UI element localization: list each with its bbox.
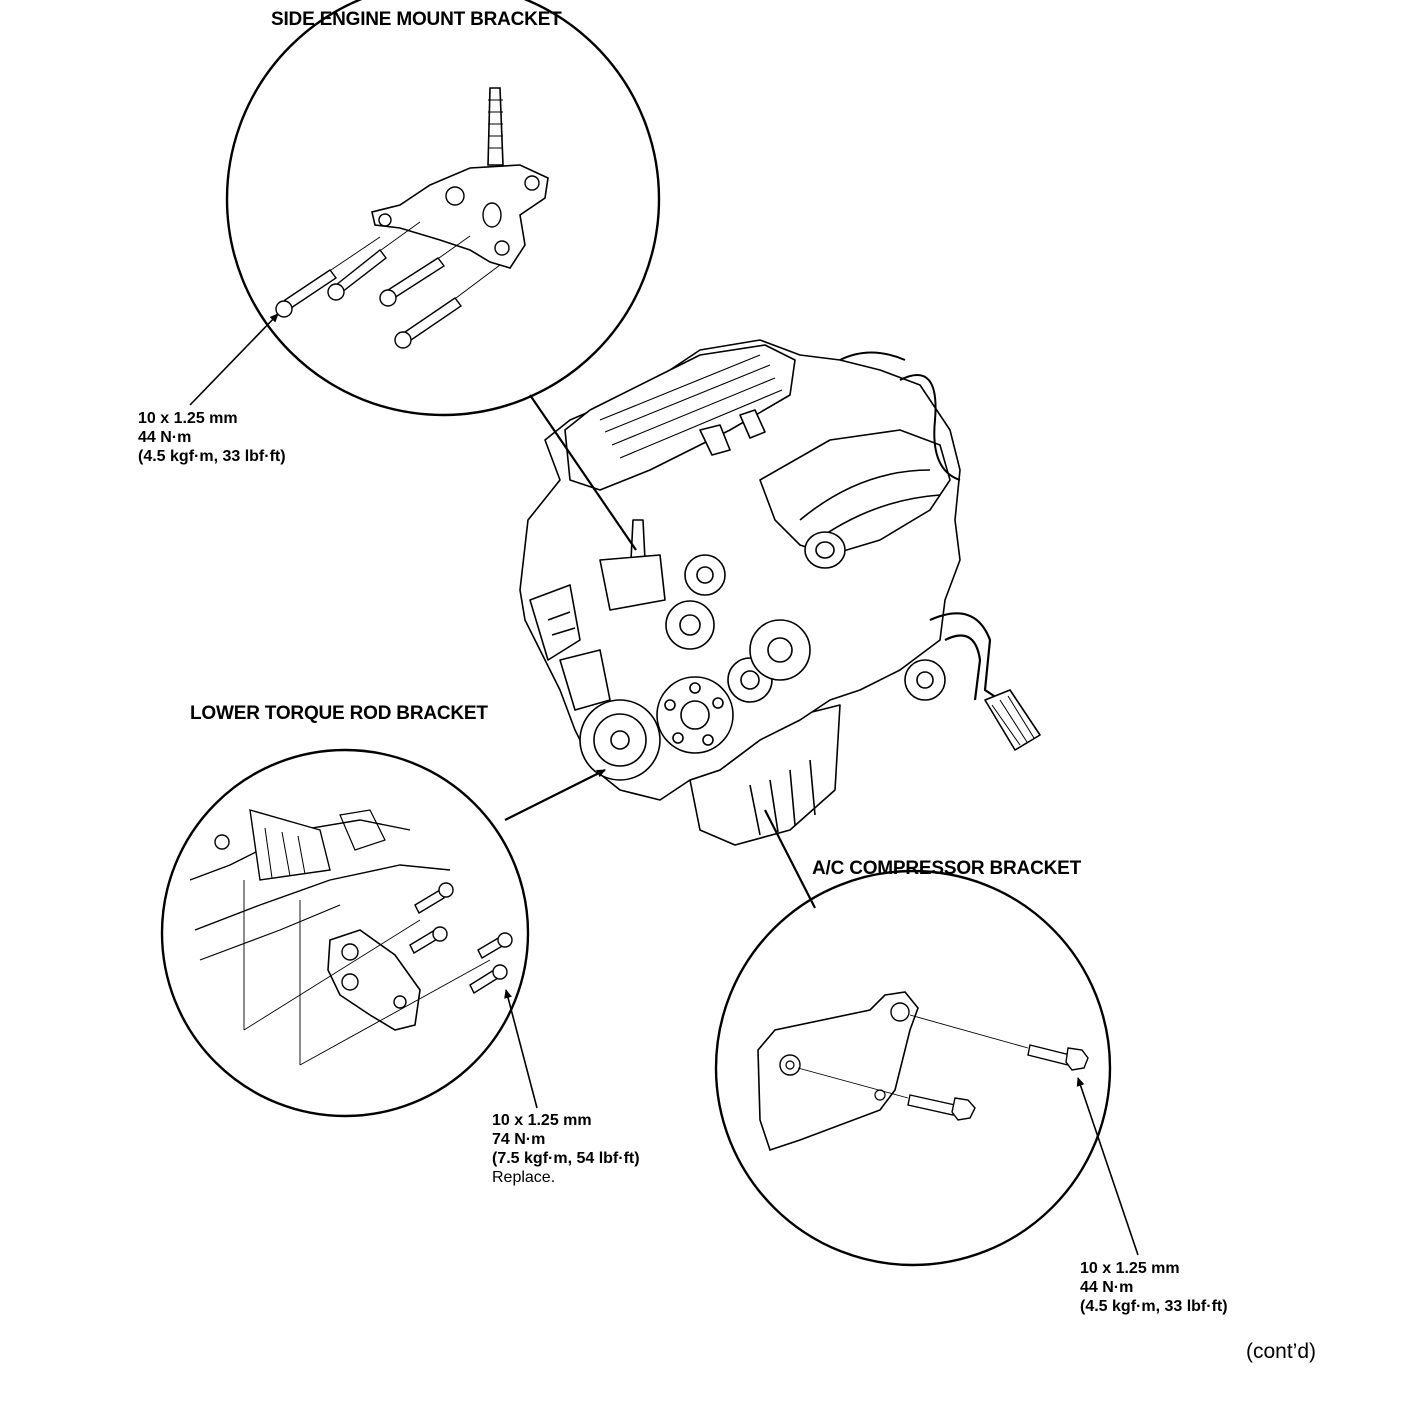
engine-illustration	[519, 339, 1041, 846]
lower-torque-detail	[160, 748, 530, 1118]
side-mount-title: SIDE ENGINE MOUNT BRACKET	[271, 9, 562, 30]
ac-spec-arrow	[1076, 1077, 1139, 1256]
lower-torque-title: LOWER TORQUE ROD BRACKET	[190, 703, 488, 724]
replace-note: Replace.	[492, 1169, 556, 1186]
spec-torque-alt: (4.5 kgf·m, 33 lbf·ft)	[1080, 1298, 1228, 1315]
side-mount-leader	[529, 394, 637, 551]
continued-label: (cont’d)	[1246, 1340, 1317, 1363]
side-mount-spec: 10 x 1.25 mm 44 N·m (4.5 kgf·m, 33 lbf·f…	[138, 409, 286, 466]
ac-compressor-spec: 10 x 1.25 mm 44 N·m (4.5 kgf·m, 33 lbf·f…	[1080, 1259, 1228, 1316]
lower-torque-spec: 10 x 1.25 mm 74 N·m (7.5 kgf·m, 54 lbf·f…	[492, 1111, 640, 1187]
spec-torque: 74 N·m	[492, 1131, 546, 1148]
lower-torque-leader	[504, 769, 606, 821]
spec-size: 10 x 1.25 mm	[492, 1112, 592, 1129]
spec-size: 10 x 1.25 mm	[138, 410, 238, 427]
lower-spec-arrow	[504, 989, 538, 1109]
spec-torque-alt: (7.5 kgf·m, 54 lbf·ft)	[492, 1150, 640, 1167]
ac-bracket-detail	[714, 869, 1112, 1267]
spec-torque: 44 N·m	[138, 429, 192, 446]
spec-torque-alt: (4.5 kgf·m, 33 lbf·ft)	[138, 448, 286, 465]
ac-leader	[764, 809, 816, 909]
spec-torque: 44 N·m	[1080, 1279, 1134, 1296]
side-mount-detail	[225, 0, 661, 417]
side-spec-arrow	[189, 313, 279, 406]
spec-size: 10 x 1.25 mm	[1080, 1260, 1180, 1277]
ac-compressor-title: A/C COMPRESSOR BRACKET	[812, 858, 1082, 879]
